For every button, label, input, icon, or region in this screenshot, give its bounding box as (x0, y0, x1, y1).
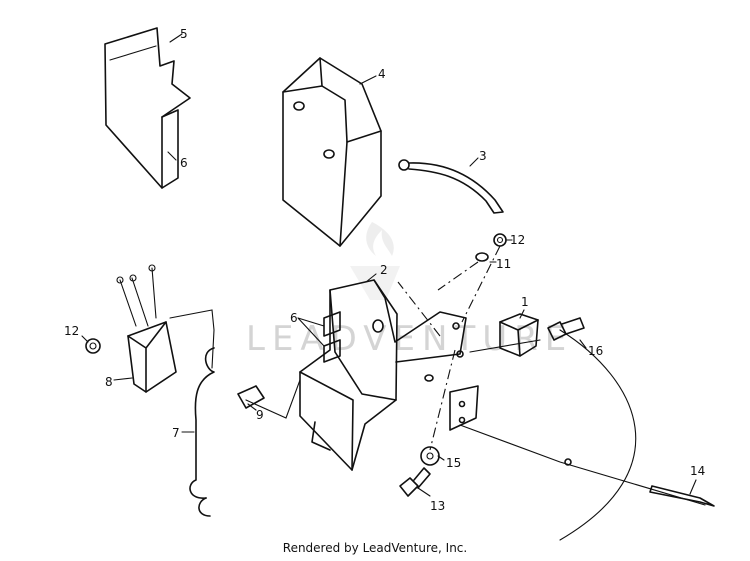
part-12-nut-upper[interactable] (493, 233, 507, 247)
callout-labels: 1 2 3 4 5 6 6 7 8 9 11 12 12 13 14 15 16 (64, 27, 705, 513)
callout-14: 14 (690, 464, 705, 478)
assembly-lines (169, 245, 706, 506)
part-2-battery-tray[interactable] (299, 279, 467, 471)
footer-credit: Rendered by LeadVenture, Inc. (282, 541, 468, 555)
callout-4: 4 (378, 67, 386, 81)
callout-11: 11 (496, 257, 511, 271)
part-12-nut-left[interactable] (85, 338, 101, 354)
callout-9: 9 (256, 408, 264, 422)
watermark-logo (350, 222, 400, 300)
part-1-relay[interactable] (499, 313, 539, 357)
part-9-clip[interactable] (237, 385, 265, 409)
part-8-solenoid[interactable] (116, 264, 177, 393)
chassis-edge (559, 329, 637, 541)
callout-2: 2 (380, 263, 388, 277)
part-14-rod[interactable] (564, 458, 715, 507)
part-7-strap[interactable] (189, 347, 215, 517)
callout-13: 13 (430, 499, 445, 513)
callout-6-cover: 6 (180, 156, 188, 170)
part-13-bolt[interactable] (399, 467, 431, 497)
callout-15: 15 (446, 456, 461, 470)
callout-5: 5 (180, 27, 188, 41)
callout-6-tray: 6 (290, 311, 298, 325)
callout-3: 3 (479, 149, 487, 163)
callout-16: 16 (588, 344, 603, 358)
part-3-battery-cable[interactable] (398, 159, 504, 214)
callout-12-upper: 12 (510, 233, 525, 247)
callout-7: 7 (172, 426, 180, 440)
part-15-star-washer[interactable] (420, 446, 440, 466)
callout-12-left: 12 (64, 324, 79, 338)
tray-side-bracket[interactable] (424, 322, 479, 431)
callout-8: 8 (105, 375, 113, 389)
part-5-cover-bracket[interactable] (104, 27, 191, 189)
part-4-battery[interactable] (282, 57, 382, 247)
callout-leaders (81, 33, 697, 497)
part-11-washer[interactable] (475, 252, 489, 262)
callout-1: 1 (521, 295, 529, 309)
